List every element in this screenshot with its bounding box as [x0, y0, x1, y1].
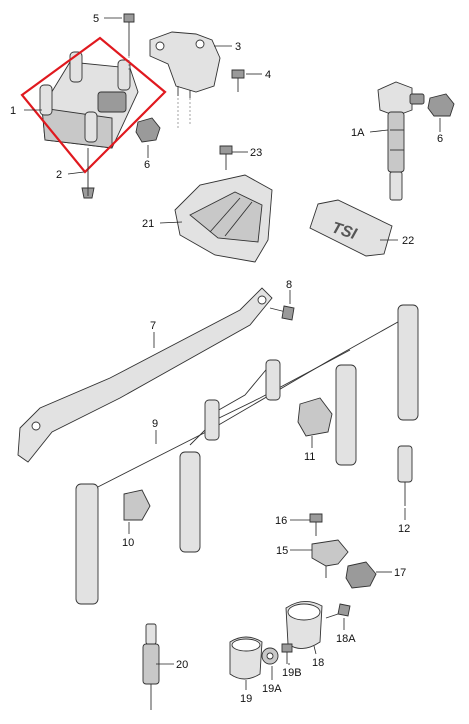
label-part-4: 4 [265, 69, 271, 81]
label-part-17: 17 [394, 567, 406, 579]
label-part-19b: 19B [282, 667, 302, 679]
label-part-16: 16 [275, 515, 287, 527]
label-part-19: 19 [240, 693, 252, 705]
label-part-11: 11 [304, 451, 315, 463]
leader-lines [24, 17, 441, 690]
label-part-19a: 19A [262, 683, 282, 695]
label-part-3: 3 [235, 41, 241, 53]
bolt-part-16[interactable] [309, 513, 323, 536]
label-part-7: 7 [150, 320, 156, 332]
connector-part-6-left[interactable] [135, 117, 161, 143]
label-part-21: 21 [142, 218, 154, 230]
connector-part-6-right[interactable] [427, 93, 455, 117]
sensor-part-15[interactable] [311, 539, 349, 578]
label-part-20: 20 [176, 659, 188, 671]
highlight-frame [20, 36, 167, 174]
bracket-part-3[interactable] [149, 31, 221, 98]
label-part-5: 5 [93, 13, 99, 25]
label-part-22: 22 [402, 235, 414, 247]
gasket-part-7[interactable] [17, 287, 273, 463]
ignition-cable-set-part-9[interactable] [75, 304, 419, 605]
label-part-6-right: 6 [437, 133, 443, 145]
washer-part-19a[interactable] [261, 647, 279, 665]
bolt-part-8[interactable] [269, 305, 295, 321]
part-labels: 5 1 2 3 4 6 1A 6 23 21 22 8 7 9 11 10 12… [10, 13, 443, 705]
holder-part-11[interactable] [297, 397, 333, 437]
label-part-2: 2 [56, 169, 62, 181]
label-part-15: 15 [276, 545, 288, 557]
label-part-10: 10 [122, 537, 134, 549]
label-part-18: 18 [312, 657, 324, 669]
ignition-coil-part-1a[interactable] [377, 81, 425, 201]
ignition-coil-part-1[interactable] [39, 51, 139, 199]
cover-part-21[interactable] [174, 174, 273, 263]
label-part-8: 8 [286, 279, 292, 291]
label-part-18a: 18A [336, 633, 356, 645]
label-part-1a: 1A [351, 127, 365, 139]
bolt-part-19b[interactable] [281, 643, 293, 664]
engine-cover-part-22[interactable]: TSI [309, 199, 393, 257]
bolt-part-4[interactable] [231, 69, 245, 92]
label-part-12: 12 [398, 523, 410, 535]
label-part-1: 1 [10, 105, 16, 117]
label-part-23: 23 [250, 147, 262, 159]
spark-plug-part-20[interactable] [142, 623, 160, 710]
ring-part-18[interactable] [285, 601, 323, 649]
holder-part-10[interactable] [123, 489, 151, 521]
bolt-part-23[interactable] [219, 145, 233, 170]
spark-plug-part-12[interactable] [397, 445, 413, 506]
label-part-9: 9 [152, 418, 158, 430]
label-part-6-left: 6 [144, 159, 150, 171]
connector-part-17[interactable] [345, 561, 377, 589]
bolt-part-5[interactable] [123, 13, 135, 56]
ring-part-19[interactable] [229, 636, 263, 680]
bolt-part-18a[interactable] [325, 603, 351, 619]
